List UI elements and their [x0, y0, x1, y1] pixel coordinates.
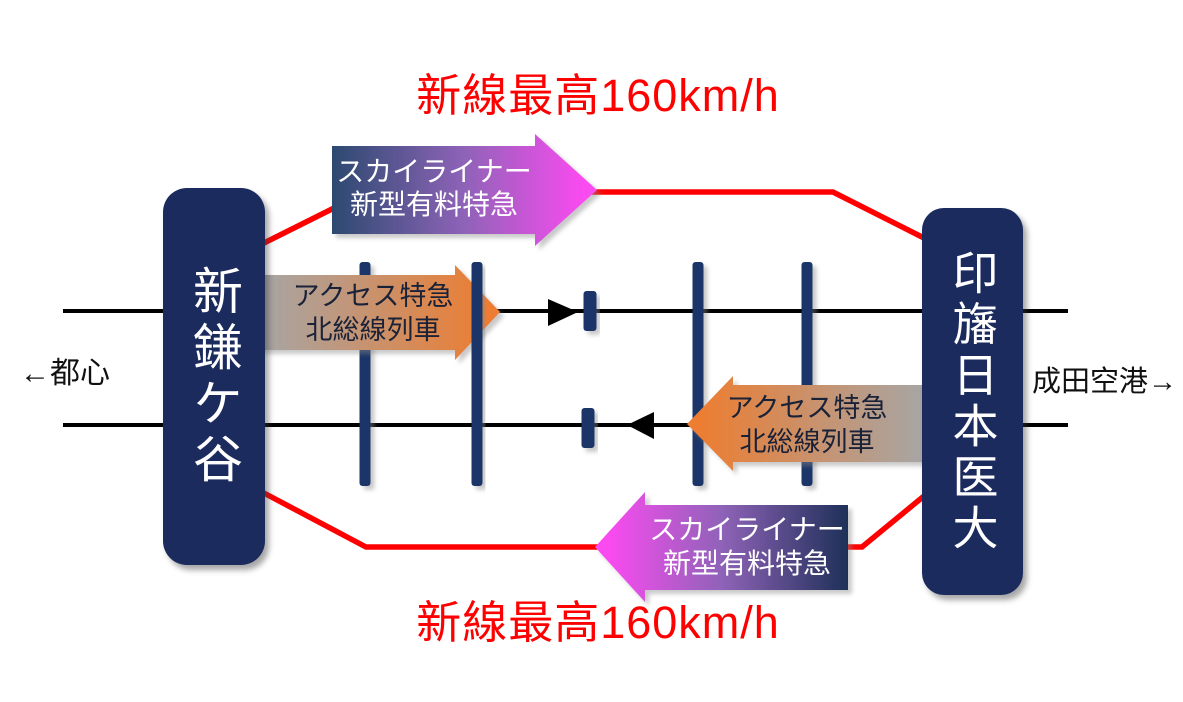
station-box-shinkamagaya: 新鎌ケ谷	[163, 188, 265, 565]
headline-bottom: 新線最高160km/h	[416, 597, 780, 648]
mid-tick-down	[581, 408, 595, 448]
track-direction-left-icon	[627, 412, 654, 439]
direction-label-narita-airport: 成田空港→	[1032, 366, 1178, 398]
mid-tick-up	[583, 291, 597, 331]
access-express-arrow-right-icon	[260, 265, 500, 360]
skyliner-arrow-left-icon	[595, 492, 848, 602]
skyliner-arrow-right-icon	[332, 134, 597, 246]
headline-top: 新線最高160km/h	[416, 70, 780, 121]
station-bar-2	[471, 262, 483, 486]
access-express-arrow-left-icon	[687, 376, 925, 471]
station-name-shinkamagaya: 新鎌ケ谷	[186, 264, 242, 489]
station-name-imba-nihon-idai: 印旛日本医大	[946, 248, 999, 555]
track-direction-right-icon	[548, 299, 578, 326]
direction-label-toshin: ←都心	[20, 357, 110, 390]
bypass-line-top	[260, 189, 926, 247]
station-bar-3	[692, 262, 704, 486]
station-box-imba-nihon-idai: 印旛日本医大	[922, 208, 1023, 595]
